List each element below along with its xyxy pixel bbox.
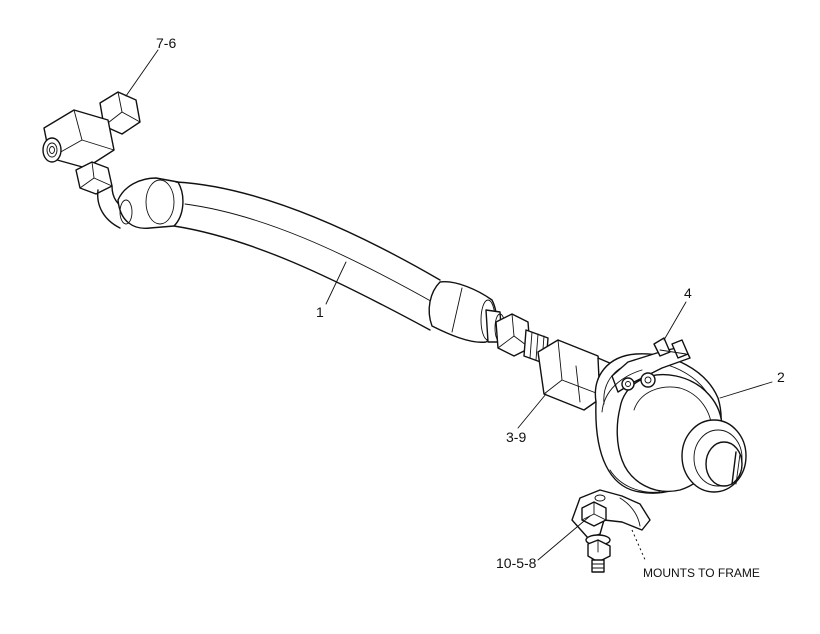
elbow-fitting (42, 91, 141, 229)
hose-assembly (117, 177, 549, 365)
callout-3-9: 3-9 (506, 429, 526, 445)
callout-2: 2 (777, 369, 785, 385)
leader-lines (125, 49, 773, 563)
reservoir-assembly (594, 337, 747, 494)
callout-4: 4 (684, 285, 692, 301)
callout-1: 1 (316, 304, 324, 320)
callout-7-6: 7-6 (156, 35, 176, 51)
mounts-to-frame-note: MOUNTS TO FRAME (643, 566, 760, 580)
callout-10-5-8: 10-5-8 (496, 555, 537, 571)
mounting-bracket (571, 489, 651, 573)
